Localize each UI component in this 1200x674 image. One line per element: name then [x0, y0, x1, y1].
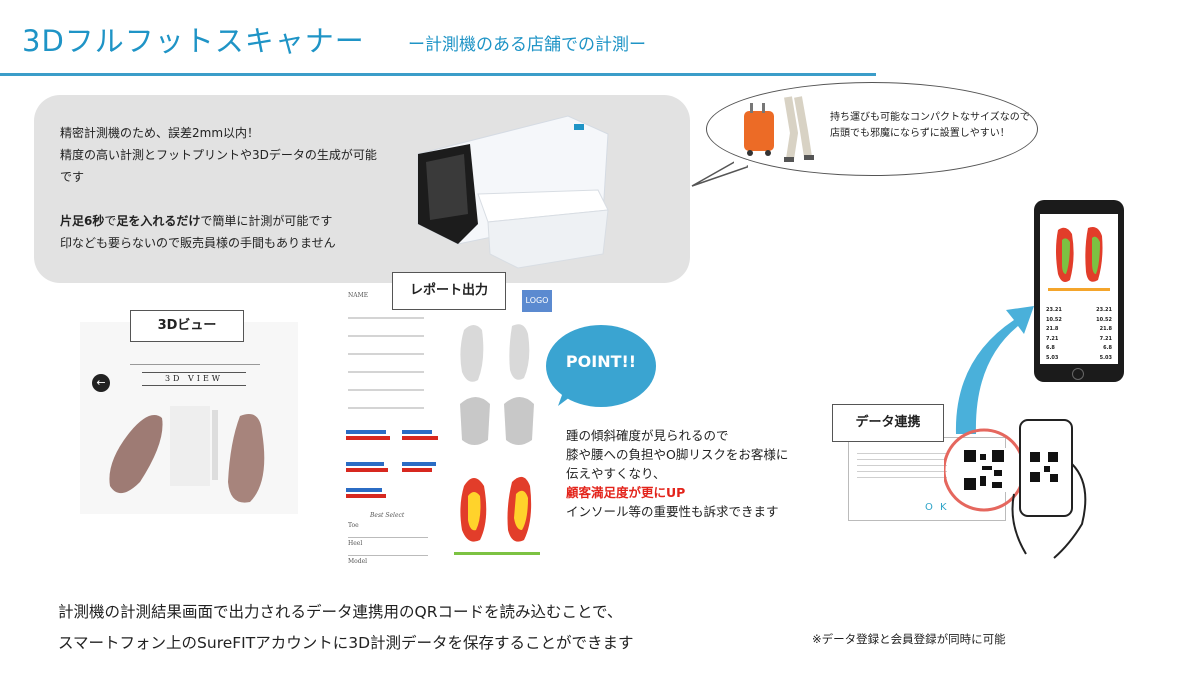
phone-value-left: 21.8	[1046, 326, 1059, 332]
point-badge: POINT!!	[565, 352, 637, 371]
footer-line-1: 計測機の計測結果画面で出力されるデータ連携用のQRコードを読み込むことで、	[58, 603, 623, 621]
phone-row: 21.8 21.8	[1046, 325, 1112, 335]
phone-value-left: 10.52	[1046, 316, 1062, 323]
intro-line-3: です	[60, 170, 85, 184]
intro-emph-seconds: 片足6秒	[60, 214, 105, 228]
report-row-heel: Heel	[348, 540, 428, 556]
phone-value-left: 7.21	[1046, 335, 1059, 342]
phone-row: 5.03 5.03	[1046, 354, 1112, 364]
report-document: NAME Best Select Toe Heel Model	[344, 290, 542, 570]
page-subtitle: ー計測機のある店舗での計測ー	[408, 35, 646, 55]
qr-ok-button[interactable]: O K	[925, 502, 949, 513]
point-line-3: 伝えやすくなり、	[566, 466, 666, 481]
intro-text: 精密計測機のため、誤差2mm以内！ 精度の高い計測とフットプリントや3Dデータの…	[60, 122, 377, 254]
view3d-label: 3Dビュー	[130, 310, 244, 342]
point-line-2: 膝や腰への負担やO脚リスクをお客様に	[566, 447, 789, 462]
portability-line-2: 店頭でも邪魔にならずに設置しやすい！	[830, 128, 1010, 139]
phone-value-right: 5.03	[1099, 354, 1112, 361]
report-measure-table	[348, 317, 424, 409]
phone-value-left: 23.21	[1046, 307, 1062, 313]
foot-3d-models	[109, 406, 265, 503]
data-link-label: データ連携	[832, 404, 944, 442]
phone-value-left: 5.03	[1046, 354, 1059, 361]
portability-line-1: 持ち運びも可能なコンパクトなサイズなので	[830, 112, 1030, 123]
point-highlight: 顧客満足度が更にUP	[566, 485, 686, 500]
intro-line-1: 精密計測機のため、誤差2mm以内！	[60, 126, 260, 140]
header-divider	[0, 73, 876, 76]
view3d-screen: ← 3D VIEW	[80, 322, 298, 514]
phone-value-right: 7.21	[1099, 335, 1112, 342]
footer-note: ※データ登録と会員登録が同時に可能	[812, 632, 1006, 646]
phone-row: 10.52 10.52	[1046, 316, 1112, 326]
phone-home-button	[1072, 368, 1084, 380]
qr-dialog-text	[857, 448, 947, 478]
intro-line-4: 片足6秒で足を入れるだけで簡単に計測が可能です	[60, 210, 377, 232]
report-best-select: Best Select	[370, 512, 405, 519]
phone-value-right: 21.8	[1099, 326, 1112, 332]
portability-text: 持ち運びも可能なコンパクトなサイズなので 店頭でも邪魔にならずに設置しやすい！	[830, 110, 1030, 142]
phone-row: 7.21 7.21	[1046, 335, 1112, 345]
luggage-icon	[744, 96, 814, 162]
report-logo: LOGO	[522, 290, 552, 312]
intro-line-2: 精度の高い計測とフットプリントや3Dデータの生成が可能	[60, 148, 377, 162]
phone-value-right: 10.52	[1096, 316, 1112, 323]
report-foot-images	[454, 324, 540, 555]
intro-text-rest: で簡単に計測が可能です	[200, 214, 333, 228]
intro-line-5: 印なども要らないので販売員様の手間もありません	[60, 236, 336, 250]
hand-scanning-qr	[944, 419, 1087, 559]
report-row-model: Model	[348, 558, 368, 565]
phone-row: 23.21 23.21	[1046, 306, 1112, 316]
report-name-label: NAME	[348, 292, 369, 299]
phone-row: 6.8 6.8	[1046, 344, 1112, 354]
point-line-1: 踵の傾斜確度が見られるので	[566, 428, 729, 443]
intro-emph-foot: 足を入れるだけ	[116, 214, 201, 228]
page-title: 3Dフルフットスキャナー	[22, 24, 365, 58]
foot-scanner-image	[417, 115, 609, 269]
point-bubble-tail	[558, 384, 582, 406]
back-arrow-icon[interactable]: ←	[92, 374, 110, 392]
phone-footprint-image	[1048, 227, 1110, 291]
phone-value-left: 6.8	[1046, 345, 1055, 351]
sync-arrow-icon	[955, 306, 1034, 434]
phone-value-right: 6.8	[1103, 345, 1112, 351]
view3d-heading: 3D VIEW	[142, 372, 246, 386]
report-label: レポート出力	[392, 272, 506, 310]
report-bar-graphs	[346, 430, 438, 498]
intro-text-de: で	[104, 214, 117, 228]
report-row-toe: Toe	[348, 522, 428, 538]
bubble-tail	[691, 160, 748, 187]
point-line-5: インソール等の重要性も訴求できます	[566, 504, 779, 519]
view3d-tabs	[130, 354, 260, 365]
phone-value-right: 23.21	[1096, 307, 1112, 313]
footer-line-2: スマートフォン上のSureFITアカウントに3D計測データを保存することができま…	[58, 634, 634, 652]
point-text: 踵の傾斜確度が見られるので 膝や腰への負担やO脚リスクをお客様に 伝えやすくなり…	[566, 426, 788, 521]
